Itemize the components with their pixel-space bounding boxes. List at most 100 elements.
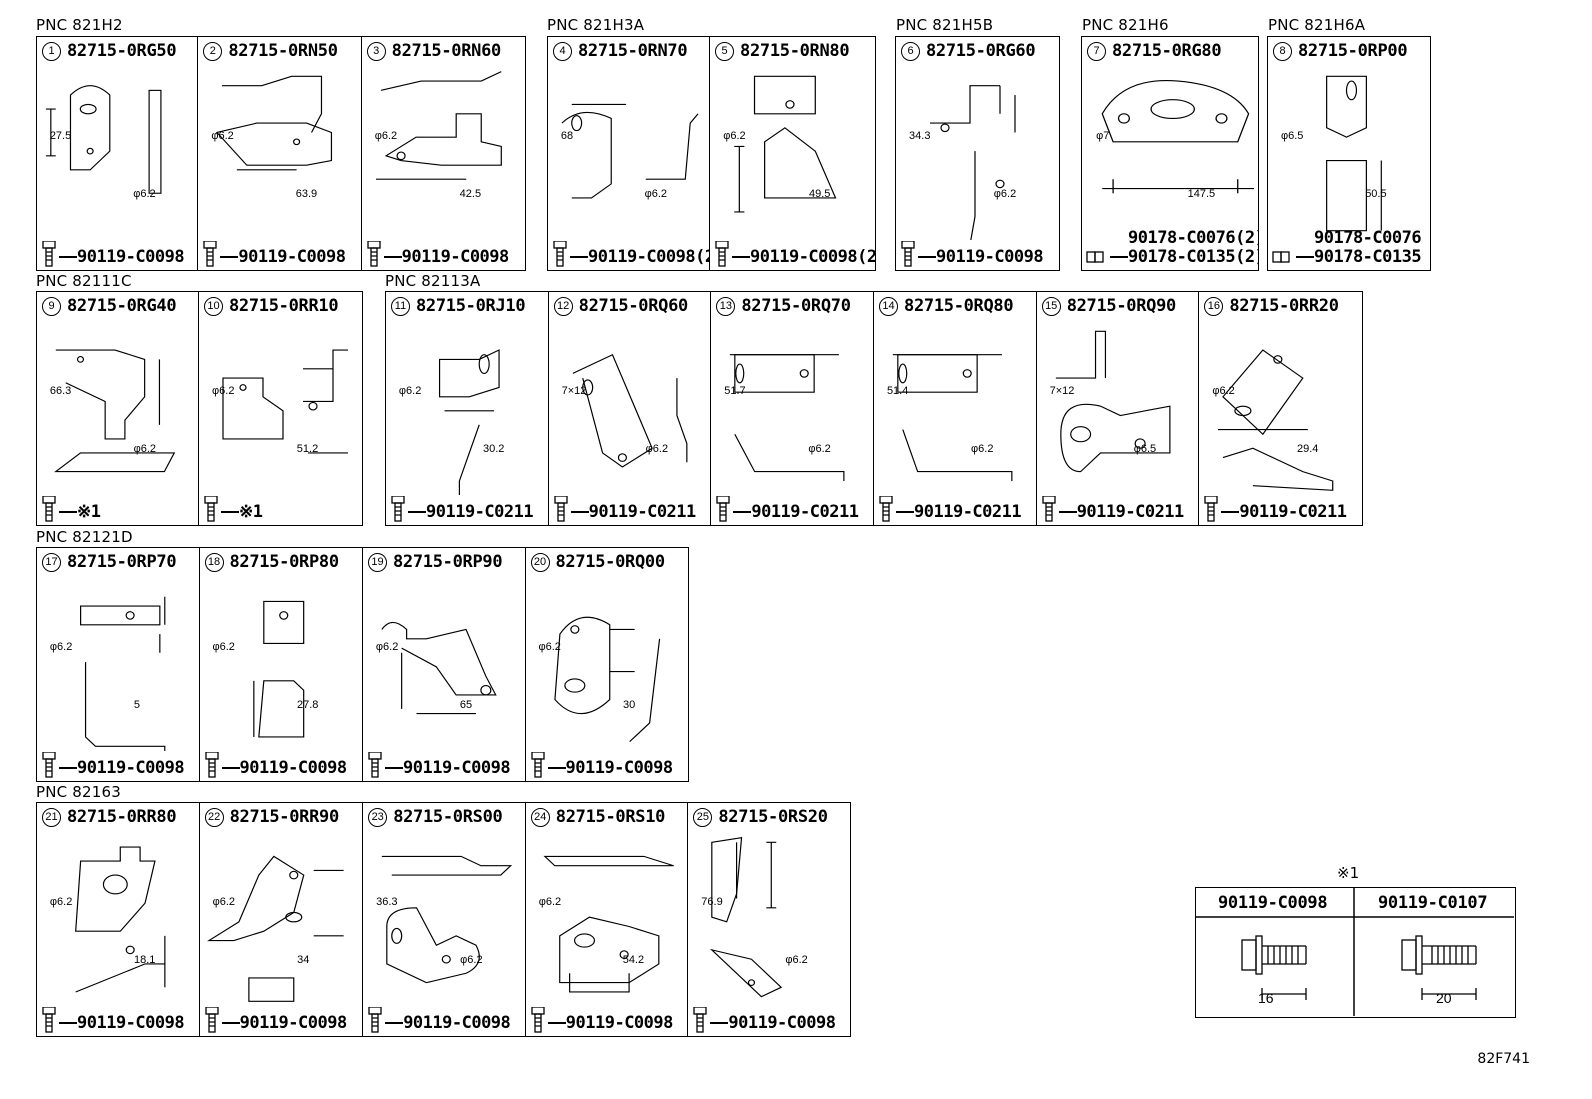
dimension-label: φ6.2: [538, 896, 562, 909]
part-number: 82715-0RP70: [67, 552, 177, 572]
bracket-drawing: [390, 322, 544, 510]
dimension-label: φ6.2: [538, 641, 561, 654]
part-number: 82715-0RQ00: [555, 552, 666, 572]
bolt-icon: [203, 241, 217, 267]
legend-dim-2: 20: [1436, 990, 1452, 1006]
part-number: 82715-0RQ80: [904, 296, 1014, 316]
part-number: 82715-0RG40: [67, 296, 177, 316]
part-header: 10 82715-0RR10: [204, 296, 339, 316]
bolt-icon: [693, 1007, 708, 1033]
dimension-label: φ6.2: [212, 641, 235, 654]
bracket-drawing: [203, 322, 358, 495]
dimension-label: φ6.2: [374, 130, 398, 143]
item-number: 3: [366, 41, 386, 61]
bolt-icon: [368, 1007, 382, 1033]
dimension-label: 34: [297, 954, 310, 967]
fastener-number: 90119-C0211: [914, 502, 1022, 522]
dimension-label: 49.5: [809, 188, 831, 201]
item-number: 8: [1273, 41, 1292, 61]
leader-line: [710, 1022, 729, 1024]
bolt-icon: [42, 1007, 56, 1033]
fastener-number: 90119-C0098: [565, 758, 674, 778]
dimension-label: 34.3: [909, 130, 931, 143]
bolt-icon: [715, 241, 729, 267]
bracket-drawing: [530, 578, 685, 751]
bolt-icon: [901, 241, 915, 267]
item-number: 2: [203, 41, 223, 61]
item-number: 10: [204, 296, 223, 316]
part-number: 82715-0RS10: [555, 807, 666, 827]
part-number: 82715-0RN60: [391, 41, 502, 61]
leader-line: [59, 256, 77, 258]
fastener-callout: 90119-C0211: [1041, 496, 1184, 522]
dimension-label: φ6.2: [212, 896, 236, 909]
dimension-label: φ6.2: [375, 641, 399, 654]
part-header: 17 82715-0RP70: [42, 552, 177, 572]
pnc-label: PNC 821H2: [36, 16, 123, 34]
fastener-number: 90119-C0098: [565, 1013, 674, 1033]
pnc-label: PNC 82163: [36, 783, 122, 801]
fastener-callout: 90119-C0098: [530, 752, 673, 778]
pnc-label: PNC 821H6A: [1268, 16, 1366, 34]
part-number: 82715-0RQ90: [1066, 296, 1177, 316]
bracket-drawing: [204, 833, 359, 1006]
item-number: 17: [42, 552, 61, 572]
dimension-label: φ6.2: [644, 188, 668, 201]
dimension-label: 7×12: [1049, 385, 1075, 398]
item-number: 4: [553, 41, 572, 61]
fastener-number: 90119-C0098: [238, 247, 346, 267]
bolt-icon: [716, 496, 730, 522]
fastener-number: 90119-C0098: [77, 758, 185, 778]
bolt-icon: [1241, 935, 1307, 1000]
fastener-callout: 90119-C0098: [204, 752, 347, 778]
leader-line: [896, 511, 915, 513]
legend-note-mark: ※1: [1337, 864, 1360, 882]
fastener-number: 90119-C0098: [77, 247, 185, 267]
fastener-number: 90119-C0098(2): [750, 247, 875, 267]
item-number: 24: [530, 807, 550, 827]
leader-line: [547, 1022, 566, 1024]
dimension-label: 54.2: [622, 954, 645, 967]
fastener-number: 90119-C0211: [426, 502, 534, 522]
part-number: 82715-0RR10: [229, 296, 339, 316]
bracket-drawing: [204, 578, 359, 751]
bracket-drawing: [715, 322, 869, 495]
dimension-label: 147.5: [1187, 188, 1216, 201]
dimension-label: φ6.2: [460, 954, 483, 967]
dimension-label: φ6.2: [1212, 385, 1235, 398]
leader-line: [733, 511, 752, 513]
fastener-number: 90119-C0098: [936, 247, 1044, 267]
item-number: 15: [1041, 296, 1061, 316]
dimension-label: 51.4: [886, 385, 909, 398]
bolt-icon: [1401, 935, 1477, 1000]
bracket-drawing: [692, 833, 846, 1006]
dimension-label: φ6.2: [211, 130, 234, 143]
pnc-label: PNC 82111C: [36, 272, 132, 290]
item-number: 9: [42, 296, 61, 316]
bracket-drawing: [553, 322, 707, 495]
dimension-label: φ6.2: [993, 188, 1017, 201]
bolt-icon: [391, 496, 405, 522]
bolt-icon: [204, 496, 218, 522]
part-number: 82715-0RS20: [718, 807, 828, 827]
fastener-callout: 90119-C0098: [530, 1007, 673, 1033]
leader-line: [570, 256, 588, 258]
fastener-callout: 90119-C0211: [1203, 496, 1347, 522]
fastener-number: 90119-C0098: [239, 758, 348, 778]
item-number: 14: [879, 296, 899, 316]
part-number: 82715-0RR80: [67, 807, 177, 827]
pnc-group: 482715-0RN7068φ6.290119-C0098(2)582715-0…: [547, 36, 876, 271]
